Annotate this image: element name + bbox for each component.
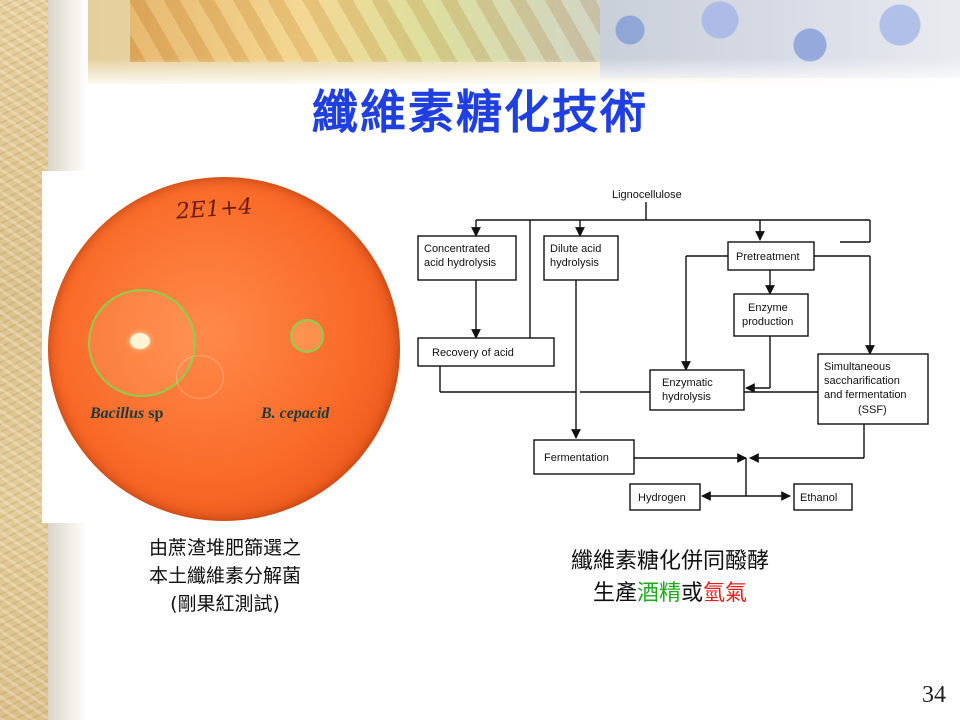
caption-right-line1: 纖維素糖化併同醱酵: [570, 549, 769, 574]
node-ssf-3: and fermentation: [824, 389, 907, 401]
node-dilute-1: Dilute acid: [550, 243, 601, 255]
node-hydrogen: Hydrogen: [638, 492, 686, 504]
caption-right-ethanol-word: 酒精: [636, 581, 681, 606]
caption-right-line2: 生產酒精或氫氣: [520, 578, 820, 610]
node-enzyme-2: production: [742, 316, 793, 328]
node-concentrated-1: Concentrated: [424, 243, 490, 255]
page-title: 纖維素糖化技術: [312, 85, 648, 139]
box-pretreatment: [727, 241, 815, 271]
caption-right-hydrogen-word: 氫氣: [703, 581, 748, 606]
page-number: 34: [922, 682, 946, 708]
agar-plate: 2E1+4 Bacillus sp B. cepacid: [48, 177, 400, 521]
caption-left-line3: (剛果紅測試): [170, 593, 280, 615]
node-recovery: Recovery of acid: [432, 347, 514, 359]
box-fermentation: [533, 439, 635, 475]
node-concentrated-2: acid hydrolysis: [424, 257, 497, 269]
petri-dish-photo: 2E1+4 Bacillus sp B. cepacid: [42, 171, 404, 523]
node-fermentation: Fermentation: [544, 452, 609, 464]
box-enzyme: [733, 293, 809, 337]
decorative-side-strip: [0, 0, 48, 720]
box-recovery: [417, 337, 555, 367]
caption-right: 纖維素糖化併同醱酵 生產酒精或氫氣: [520, 546, 820, 610]
node-dilute-2: hydrolysis: [550, 257, 599, 269]
node-ethanol: Ethanol: [800, 492, 837, 504]
box-ssf: [817, 353, 929, 425]
box-concentrated: [417, 235, 517, 281]
box-hydrogen: [629, 483, 701, 511]
box-ethanol: [793, 483, 853, 511]
label-bacillus-genus: Bacillus: [90, 405, 145, 422]
plate-handwritten-label: 2E1+4: [175, 194, 254, 225]
caption-left: 由蔗渣堆肥篩選之 本土纖維素分解菌 (剛果紅測試): [110, 534, 340, 618]
node-ssf-1: Simultaneous: [824, 361, 891, 373]
caption-left-line1: 由蔗渣堆肥篩選之: [148, 537, 301, 559]
node-enzyme-1: Enzyme: [748, 302, 788, 314]
colony-bacillus: [130, 333, 150, 349]
node-enzymatic-2: hydrolysis: [662, 391, 711, 403]
node-ssf-4: (SSF): [858, 404, 887, 416]
banner-leaf-image: [130, 0, 630, 62]
node-enzymatic-1: Enzymatic: [662, 377, 713, 389]
faint-halo: [176, 355, 224, 399]
node-pretreatment: Pretreatment: [736, 251, 800, 263]
caption-right-prefix: 生產: [592, 581, 637, 606]
process-flowchart: Lignocellulose Concentrated acid hydroly…: [417, 189, 929, 511]
box-enzymatic: [649, 369, 745, 411]
label-bacillus: Bacillus sp: [90, 405, 163, 423]
label-cepacia: B. cepacid: [261, 405, 330, 422]
caption-left-line2: 本土纖維素分解菌: [148, 565, 301, 587]
banner-fade: [0, 58, 960, 88]
box-dilute: [543, 235, 619, 281]
node-ssf-2: saccharification: [824, 375, 900, 387]
label-bacillus-suffix: sp: [144, 405, 164, 422]
caption-right-or: 或: [681, 581, 704, 606]
clear-zone-cepacia: [290, 319, 324, 353]
node-lignocellulose: Lignocellulose: [612, 189, 682, 201]
